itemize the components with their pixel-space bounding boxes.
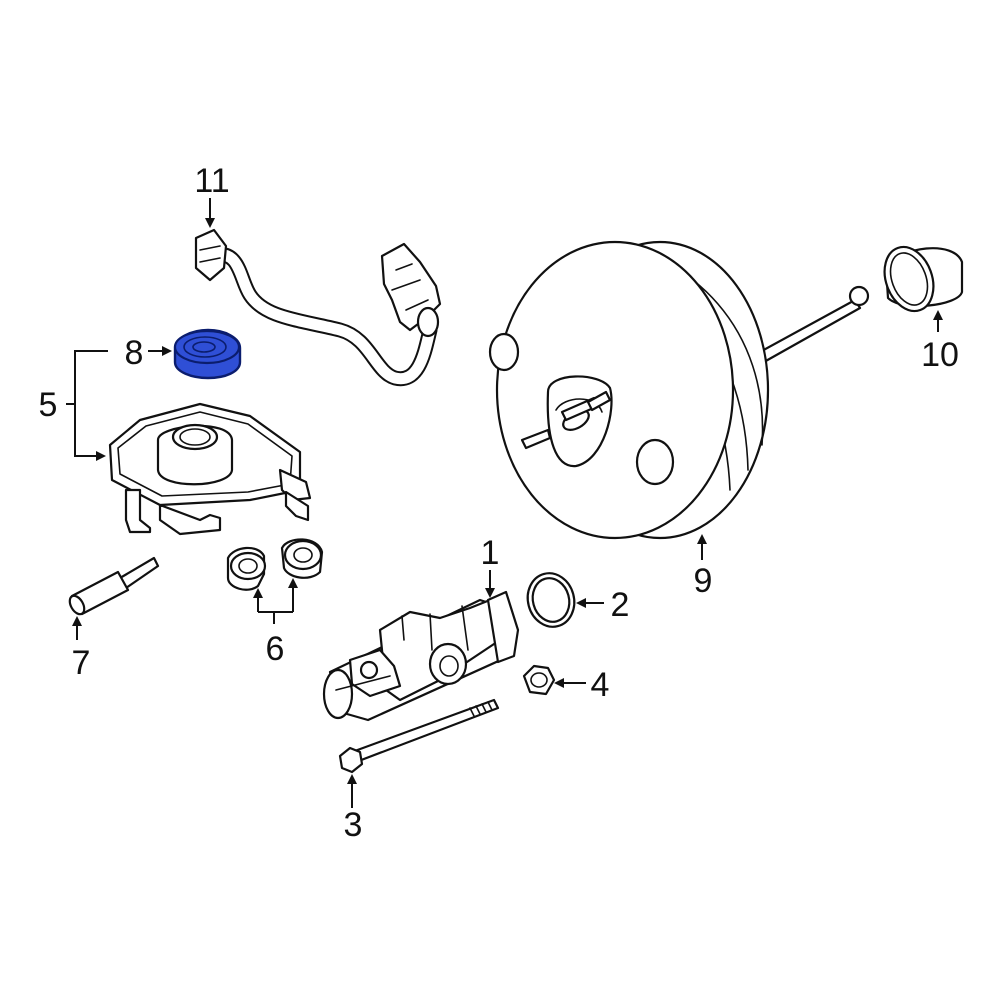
vacuum-hose-part[interactable]	[194, 228, 442, 387]
master-cylinder-part[interactable]	[322, 590, 520, 722]
callout-label-2: 2	[611, 586, 630, 624]
callout-label-5: 5	[39, 386, 58, 424]
bolt-part[interactable]	[338, 698, 500, 774]
callout-label-1: 1	[481, 534, 500, 572]
pin-part[interactable]	[67, 556, 160, 617]
leader-lines	[66, 198, 943, 808]
boot-sleeve-part[interactable]	[876, 240, 964, 318]
callout-label-6: 6	[266, 630, 285, 668]
callout-label-3: 3	[344, 806, 363, 844]
nut-part[interactable]	[522, 664, 556, 696]
callout-label-4: 4	[591, 666, 610, 704]
reservoir-cap-seal-part[interactable]	[173, 328, 242, 380]
leader-5	[74, 350, 108, 461]
callout-label-8: 8	[125, 334, 144, 372]
brake-fluid-reservoir-part[interactable]	[108, 402, 312, 536]
brake-booster-part[interactable]	[488, 240, 870, 540]
grommets-part[interactable]	[226, 538, 324, 591]
callout-label-7: 7	[72, 644, 91, 682]
callout-labels: 11 8 5 7 6 1 2 4 3 9 10	[39, 162, 959, 844]
callout-label-10: 10	[921, 336, 959, 374]
o-ring-part[interactable]	[522, 568, 580, 632]
callout-label-9: 9	[694, 562, 713, 600]
callout-label-11: 11	[194, 162, 229, 200]
